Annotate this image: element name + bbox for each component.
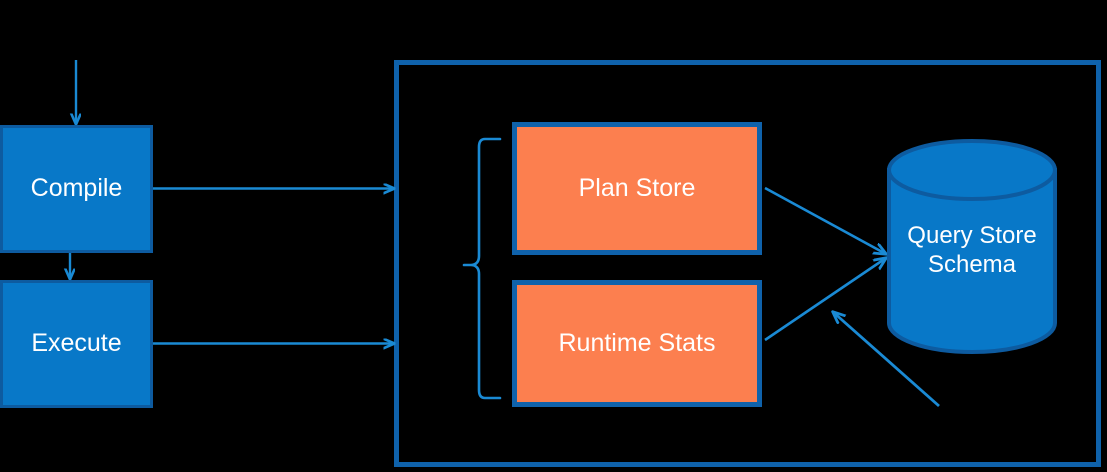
node-runtime-stats[interactable]: Runtime Stats: [512, 280, 762, 407]
node-execute[interactable]: Execute: [0, 280, 153, 408]
arrow-runtime-stats-to-schema: [764, 258, 886, 342]
query-store-schema-line2: Schema: [927, 251, 1017, 278]
node-compile-label: Compile: [30, 174, 123, 203]
node-execute-label: Execute: [31, 329, 122, 358]
node-runtime-stats-label: Runtime Stats: [558, 328, 716, 357]
arrow-external-to-schema: [833, 312, 940, 408]
node-compile[interactable]: Compile: [0, 125, 153, 253]
node-query-store-schema-label: Query Store Schema: [889, 205, 1055, 295]
query-store-schema-cylinder[interactable]: [887, 139, 1057, 354]
query-store-schema-line1: Query Store: [907, 221, 1037, 249]
node-plan-store-label: Plan Store: [578, 173, 696, 202]
node-plan-store[interactable]: Plan Store: [512, 122, 762, 255]
arrow-plan-store-to-schema: [764, 186, 886, 254]
container-outline: [394, 60, 1101, 467]
